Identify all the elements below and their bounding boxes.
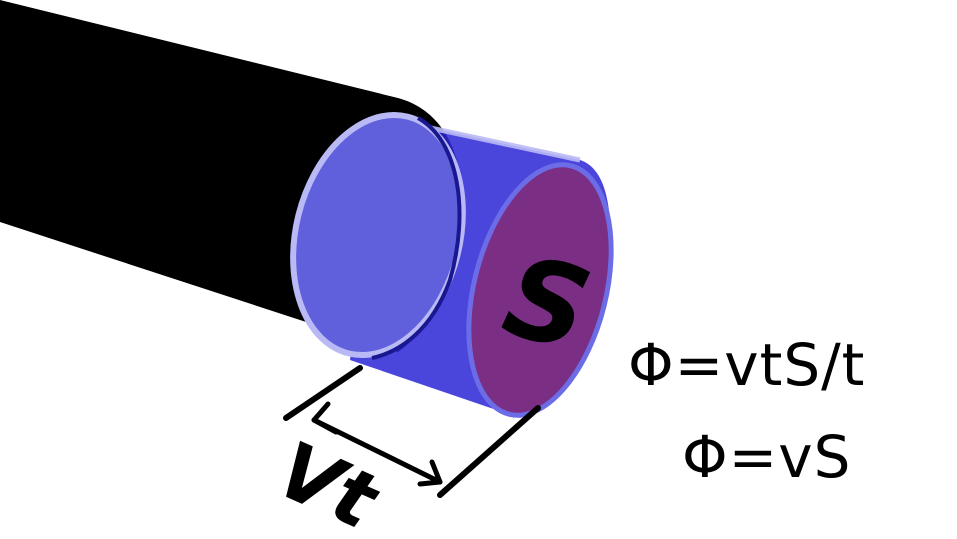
dimension-arrowhead-right [417, 459, 443, 487]
back-cross-section-rim-dark [371, 116, 462, 360]
flux-formula-simplified: Φ=vS [682, 423, 852, 491]
dimension-arrowhead-left [311, 401, 339, 435]
flux-formula-full: Φ=vtS/t [628, 331, 866, 399]
front-cross-section-s [466, 162, 614, 418]
length-label: Vt [264, 425, 392, 539]
dimension-tick-right [437, 405, 541, 498]
dimension-tick-left [283, 365, 363, 421]
